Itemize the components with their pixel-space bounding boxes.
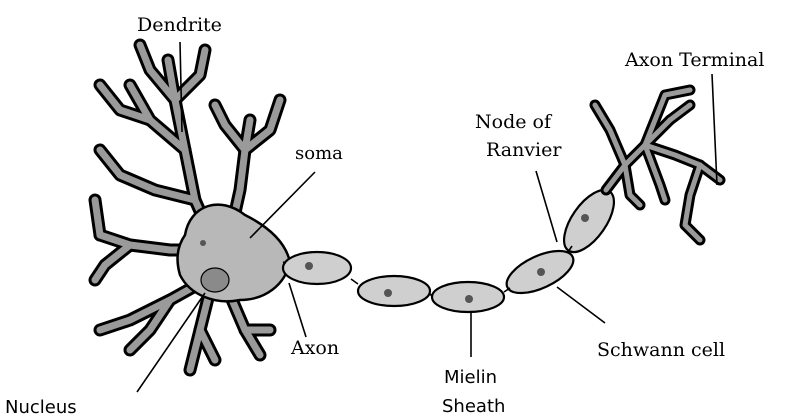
schwann-leader: [557, 287, 605, 323]
axon-leader: [289, 283, 306, 337]
node-leader: [536, 171, 557, 242]
schwann-segment: [283, 252, 351, 284]
dendrite-label: Dendrite: [137, 14, 222, 36]
soma-leader: [250, 172, 315, 238]
nucleus-label: Nucleus: [5, 397, 77, 418]
schwann-segment: [358, 276, 430, 306]
axon-terminal-branches: [595, 90, 720, 240]
nucleus-shape: [201, 268, 229, 292]
axon-terminal-label: Axon Terminal: [624, 49, 764, 71]
nucleolus-dot: [200, 240, 206, 246]
myelin-label-line2: Sheath: [442, 396, 505, 417]
soma-label: soma: [295, 143, 343, 164]
schwann-label: Schwann cell: [597, 339, 725, 361]
node-label-line2: Ranvier: [486, 139, 562, 161]
schwann-segment: [554, 182, 623, 260]
myelin-label-line1: Mielin: [444, 367, 497, 388]
myelin-segments: [283, 182, 624, 312]
node-label-line1: Node of: [475, 111, 553, 133]
axon-label: Axon: [290, 337, 339, 359]
soma-body: [178, 205, 290, 302]
dendrites: [95, 45, 280, 370]
